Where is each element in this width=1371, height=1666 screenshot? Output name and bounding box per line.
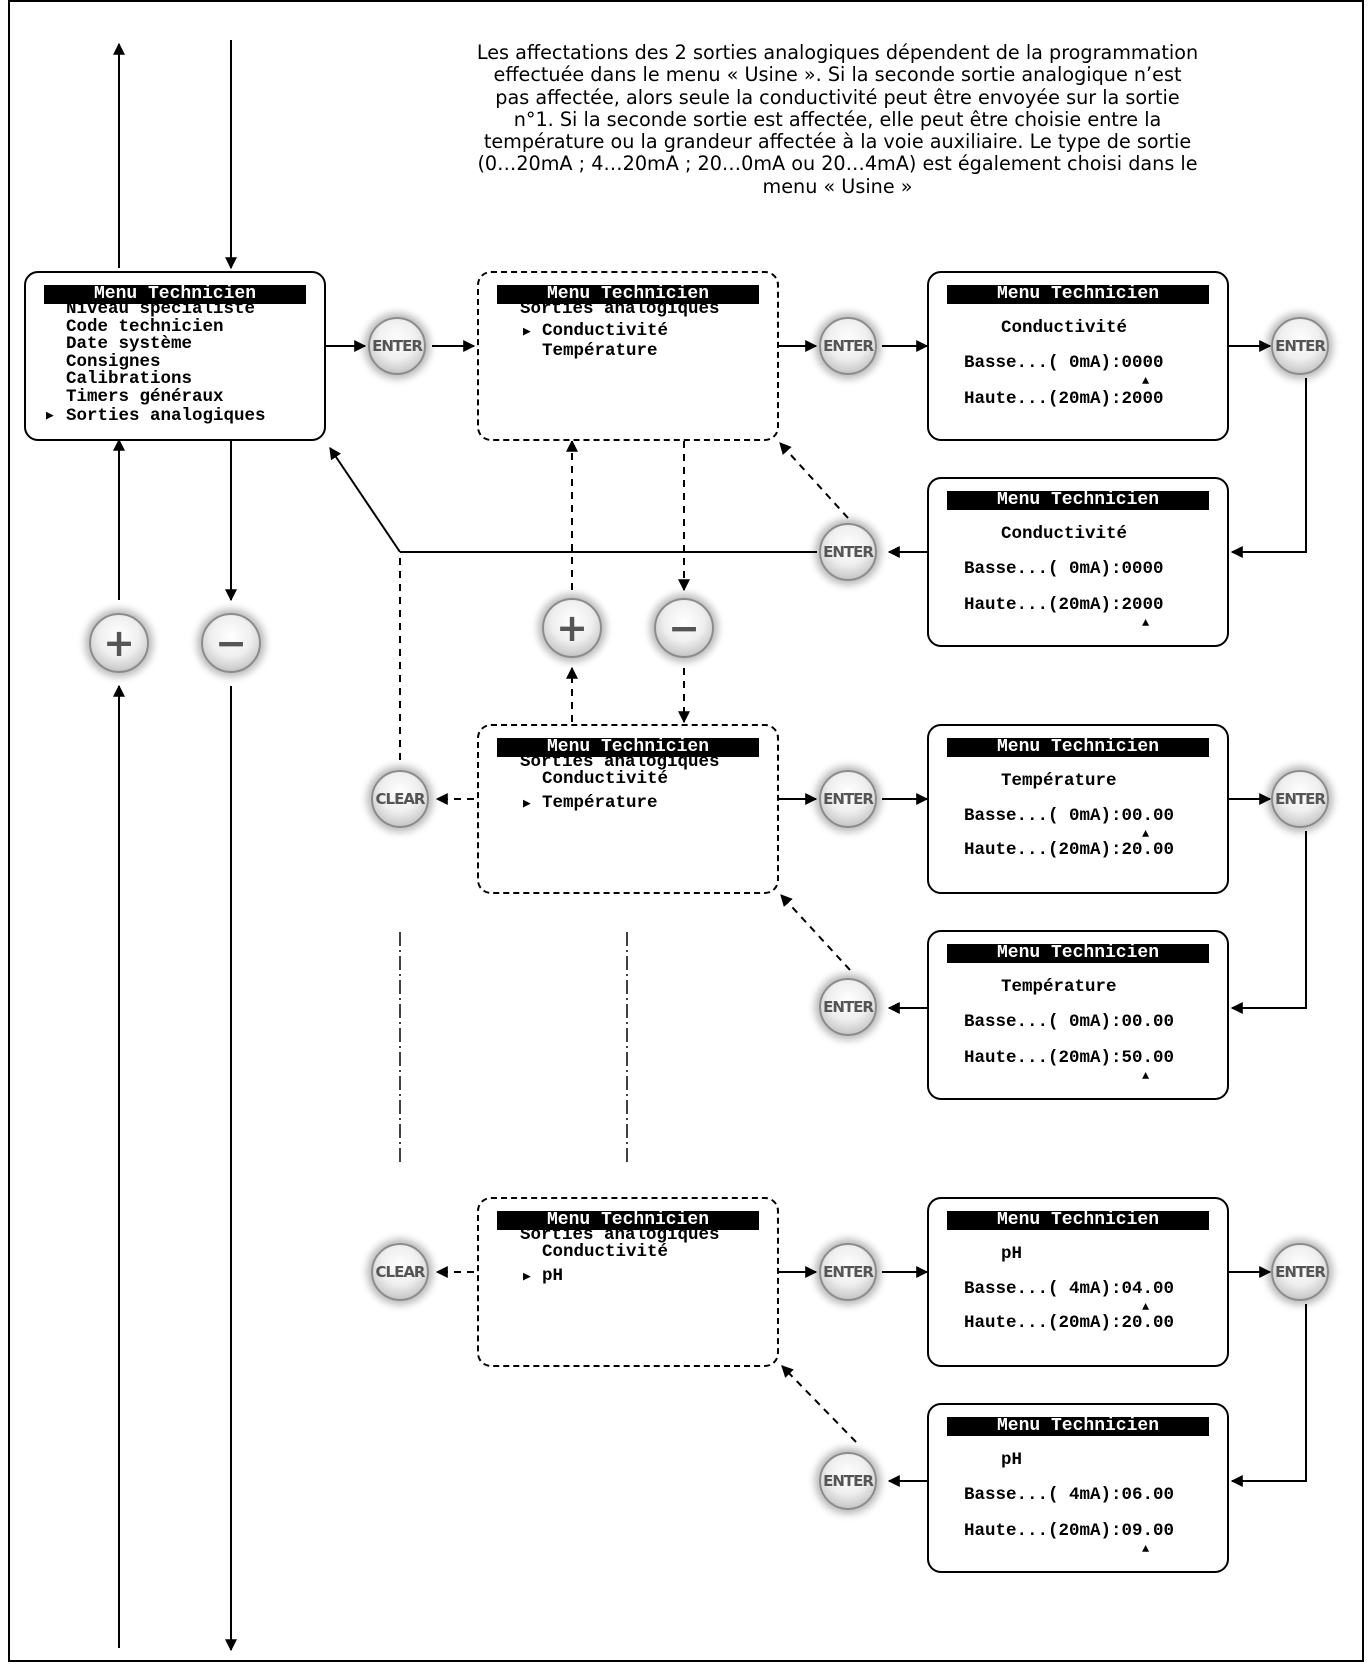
option-conductivite[interactable]: Conductivité: [542, 321, 669, 341]
value-screen-conductivite-low: Menu Technicien Conductivité Basse...( 0…: [927, 271, 1229, 441]
selection-marker: ▶: [523, 1269, 531, 1284]
edit-cursor: ▲: [1142, 1300, 1150, 1314]
parameter-name: pH: [1001, 1244, 1023, 1264]
parameter-name: Conductivité: [1001, 318, 1128, 338]
select-screen-ph: Menu Technicien Sorties analogiques Cond…: [477, 1197, 779, 1367]
high-value[interactable]: Haute...(20mA):20.00: [964, 1313, 1175, 1333]
low-value[interactable]: Basse...( 0mA):0000: [964, 353, 1164, 373]
parameter-name: Conductivité: [1001, 524, 1128, 544]
selection-marker: ▶: [523, 796, 531, 811]
enter-button[interactable]: ENTER: [1271, 1243, 1329, 1301]
enter-button[interactable]: ENTER: [819, 770, 877, 828]
screen-title: Menu Technicien: [497, 285, 759, 304]
enter-button[interactable]: ENTER: [368, 317, 426, 375]
intro-text: Les affectations des 2 sorties analogiqu…: [476, 41, 1199, 198]
edit-cursor: ▲: [1142, 1542, 1150, 1556]
option-conductivite[interactable]: Conductivité: [542, 769, 669, 789]
enter-button[interactable]: ENTER: [1271, 770, 1329, 828]
parameter-name: Température: [1001, 771, 1117, 791]
edit-cursor: ▲: [1142, 1069, 1150, 1083]
screen-title: Menu Technicien: [497, 738, 759, 757]
screen-subtitle: Sorties analogiques: [520, 752, 720, 772]
selection-marker: ▶: [523, 324, 531, 339]
enter-button[interactable]: ENTER: [819, 978, 877, 1036]
enter-button[interactable]: ENTER: [819, 317, 877, 375]
menu-item-sorties[interactable]: Sorties analogiques: [66, 406, 266, 426]
diagram-frame: [8, 0, 1364, 1662]
plus-button[interactable]: +: [89, 613, 149, 673]
screen-title: Menu Technicien: [947, 491, 1209, 510]
option-conductivite[interactable]: Conductivité: [542, 1242, 669, 1262]
main-menu-screen: Menu Technicien Niveau spécialiste Code …: [24, 271, 326, 441]
screen-subtitle: Sorties analogiques: [520, 1225, 720, 1245]
low-value[interactable]: Basse...( 0mA):0000: [964, 559, 1164, 579]
select-screen-conductivite: Menu Technicien Sorties analogiques ▶ Co…: [477, 271, 779, 441]
low-value[interactable]: Basse...( 0mA):00.00: [964, 1012, 1175, 1032]
edit-cursor: ▲: [1142, 374, 1150, 388]
high-value[interactable]: Haute...(20mA):09.00: [964, 1521, 1175, 1541]
clear-button[interactable]: CLEAR: [371, 1243, 429, 1301]
screen-title: Menu Technicien: [947, 1211, 1209, 1230]
screen-title: Menu Technicien: [947, 944, 1209, 963]
high-value[interactable]: Haute...(20mA):2000: [964, 595, 1164, 615]
minus-button[interactable]: −: [654, 598, 714, 658]
parameter-name: pH: [1001, 1450, 1023, 1470]
enter-button[interactable]: ENTER: [1271, 317, 1329, 375]
option-temperature[interactable]: Température: [542, 341, 658, 361]
low-value[interactable]: Basse...( 4mA):06.00: [964, 1485, 1175, 1505]
menu-item-niveau[interactable]: Niveau spécialiste: [66, 299, 256, 319]
value-screen-ph-low: Menu Technicien pH Basse...( 4mA):04.00 …: [927, 1197, 1229, 1367]
selection-marker: ▶: [46, 408, 54, 423]
menu-item-code[interactable]: Code technicien: [66, 317, 224, 337]
value-screen-conductivite-high: Menu Technicien Conductivité Basse...( 0…: [927, 477, 1229, 647]
minus-button[interactable]: −: [201, 613, 261, 673]
select-screen-temperature: Menu Technicien Sorties analogiques Cond…: [477, 724, 779, 894]
plus-button[interactable]: +: [542, 598, 602, 658]
low-value[interactable]: Basse...( 0mA):00.00: [964, 806, 1175, 826]
menu-item-date[interactable]: Date système: [66, 334, 193, 354]
screen-title: Menu Technicien: [44, 285, 306, 304]
value-screen-temperature-high: Menu Technicien Température Basse...( 0m…: [927, 930, 1229, 1100]
screen-title: Menu Technicien: [497, 1211, 759, 1230]
high-value[interactable]: Haute...(20mA):20.00: [964, 840, 1175, 860]
screen-title: Menu Technicien: [947, 738, 1209, 757]
clear-button[interactable]: CLEAR: [371, 770, 429, 828]
enter-button[interactable]: ENTER: [819, 1452, 877, 1510]
option-temperature[interactable]: Température: [542, 793, 658, 813]
high-value[interactable]: Haute...(20mA):2000: [964, 389, 1164, 409]
menu-item-calibrations[interactable]: Calibrations: [66, 369, 193, 389]
screen-title: Menu Technicien: [947, 285, 1209, 304]
menu-item-consignes[interactable]: Consignes: [66, 352, 161, 372]
edit-cursor: ▲: [1142, 827, 1150, 841]
parameter-name: Température: [1001, 977, 1117, 997]
enter-button[interactable]: ENTER: [819, 1243, 877, 1301]
high-value[interactable]: Haute...(20mA):50.00: [964, 1048, 1175, 1068]
enter-button[interactable]: ENTER: [819, 523, 877, 581]
low-value[interactable]: Basse...( 4mA):04.00: [964, 1279, 1175, 1299]
screen-title: Menu Technicien: [947, 1417, 1209, 1436]
value-screen-temperature-low: Menu Technicien Température Basse...( 0m…: [927, 724, 1229, 894]
screen-subtitle: Sorties analogiques: [520, 299, 720, 319]
menu-item-timers[interactable]: Timers généraux: [66, 387, 224, 407]
value-screen-ph-high: Menu Technicien pH Basse...( 4mA):06.00 …: [927, 1403, 1229, 1573]
edit-cursor: ▲: [1142, 616, 1150, 630]
option-ph[interactable]: pH: [542, 1266, 564, 1286]
